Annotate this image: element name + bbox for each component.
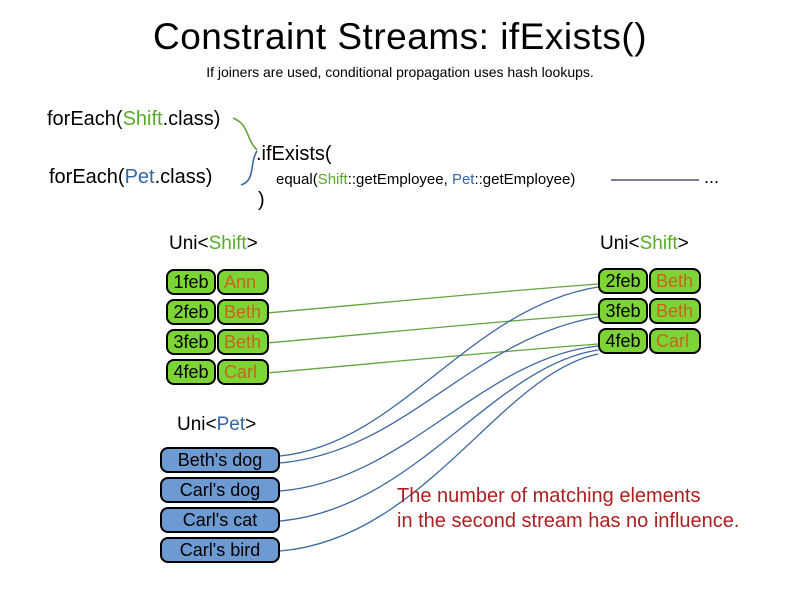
slide-subtitle: If joiners are used, conditional propaga…	[206, 64, 594, 80]
code-foreach-pet: forEach(Pet.class)	[49, 166, 212, 189]
connector-blue-bethsdog-3feb	[279, 316, 599, 464]
code-text: forEach(	[47, 108, 123, 130]
shift-name-cell: Carl	[649, 328, 701, 354]
label-text: >	[245, 414, 257, 435]
shift-name-cell: Carl	[217, 359, 269, 385]
left-shift-table: 1feb Ann 2feb Beth 3feb Beth 4feb Carl	[166, 269, 269, 389]
code-text: ::getEmployee)	[474, 171, 576, 188]
pet-item: Carl's cat	[160, 507, 280, 533]
label-text: Uni<	[169, 233, 209, 254]
label-text: Uni<	[600, 233, 640, 254]
code-text: .class)	[162, 108, 221, 130]
shift-keyword: Shift	[639, 233, 678, 254]
shift-row: 3feb Beth	[598, 298, 701, 324]
brace-top-green	[232, 117, 258, 151]
shift-keyword: Shift	[317, 171, 348, 188]
shift-name-cell: Beth	[649, 298, 701, 324]
pet-item: Carl's dog	[160, 477, 280, 503]
slide-title: Constraint Streams: ifExists()	[152, 16, 648, 57]
code-text: forEach(	[49, 166, 125, 188]
connector-green-3feb	[266, 313, 599, 344]
pet-list: Beth's dog Carl's dog Carl's cat Carl's …	[160, 447, 280, 567]
connector-blue-carlsbird-4feb	[279, 353, 599, 552]
pet-keyword: Pet	[216, 414, 246, 435]
shift-date-cell: 3feb	[598, 298, 648, 324]
connector-green-4feb	[266, 343, 599, 374]
shift-date-cell: 3feb	[166, 329, 216, 355]
note-line-2: in the second stream has no influence.	[397, 510, 740, 532]
shift-date-cell: 1feb	[166, 269, 216, 295]
influence-note: The number of matching elements in the s…	[397, 484, 739, 534]
code-text: equal(	[276, 171, 318, 188]
code-close-paren: )	[258, 189, 265, 211]
shift-date-cell: 4feb	[598, 328, 648, 354]
shift-date-cell: 4feb	[166, 359, 216, 385]
pet-keyword: Pet	[451, 171, 475, 188]
label-text: Uni<	[177, 414, 217, 435]
shift-row: 3feb Beth	[166, 329, 269, 355]
shift-keyword: Shift	[122, 108, 163, 130]
shift-date-cell: 2feb	[598, 268, 648, 294]
right-stream-label: Uni<Shift>	[600, 233, 689, 255]
connector-blue-bethsdog-2feb	[279, 286, 599, 457]
shift-row: 2feb Beth	[166, 299, 269, 325]
code-ifexists: .ifExists(	[256, 143, 332, 165]
code-text: ::getEmployee,	[347, 171, 452, 188]
code-text: .class)	[154, 166, 213, 188]
brace-bottom-blue	[240, 150, 258, 186]
shift-keyword: Shift	[208, 233, 247, 254]
connector-blue-carlscat-4feb	[279, 349, 599, 522]
code-ellipsis: ...	[704, 167, 720, 187]
shift-row: 1feb Ann	[166, 269, 269, 295]
right-shift-table: 2feb Beth 3feb Beth 4feb Carl	[598, 268, 701, 358]
shift-row: 4feb Carl	[166, 359, 269, 385]
label-text: >	[246, 233, 258, 254]
label-text: >	[677, 233, 689, 254]
code-foreach-shift: forEach(Shift.class)	[47, 108, 220, 131]
shift-date-cell: 2feb	[166, 299, 216, 325]
pet-item: Beth's dog	[160, 447, 280, 473]
left-stream-label: Uni<Shift>	[169, 233, 258, 255]
shift-name-cell: Beth	[649, 268, 701, 294]
shift-name-cell: Ann	[217, 269, 269, 295]
shift-row: 2feb Beth	[598, 268, 701, 294]
pet-stream-label: Uni<Pet>	[177, 414, 256, 436]
code-equal-joiner: equal(Shift::getEmployee, Pet::getEmploy…	[276, 171, 575, 188]
shift-name-cell: Beth	[217, 329, 269, 355]
connector-green-2feb	[266, 283, 599, 314]
connector-blue-carlsdog-4feb	[279, 345, 599, 492]
pet-item: Carl's bird	[160, 537, 280, 563]
shift-name-cell: Beth	[217, 299, 269, 325]
note-line-1: The number of matching elements	[397, 485, 701, 507]
shift-row: 4feb Carl	[598, 328, 701, 354]
pet-keyword: Pet	[124, 166, 155, 188]
